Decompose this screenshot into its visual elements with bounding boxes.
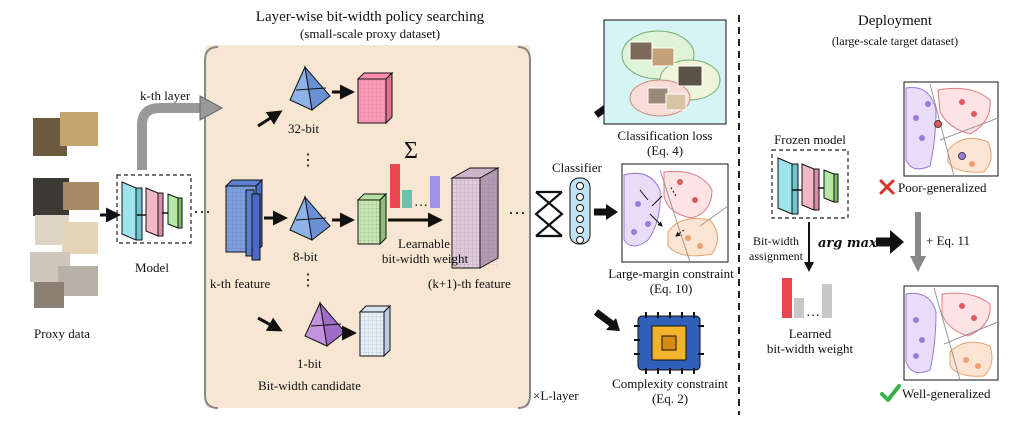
learned-label-1: Learned [788,326,832,341]
classifier-label: Classifier [552,160,602,175]
svg-text:⋮: ⋮ [300,152,316,169]
learned-weight-bars: … [782,278,832,320]
well-clusters [905,287,999,381]
proxy-data-label: Proxy data [34,326,90,341]
left-title: Layer-wise bit-width policy searching [255,9,485,25]
svg-text:···: ··· [193,202,211,222]
bit32-label: 32-bit [288,121,320,136]
well-generalized-label: Well-generalized [902,386,991,401]
plus-eq-label: + Eq. 11 [926,233,971,248]
bitwidth-assign-2: assignment [749,249,803,263]
bitwidth-assign-1: Bit-width [752,234,799,248]
kth-feature-stack [224,178,264,261]
bit8-label: 8-bit [293,249,318,264]
kplus1-feature-label: (k+1)-th feature [428,276,511,291]
quantizer-1bit [304,301,346,347]
learnable-weight-bars: … [390,164,440,210]
poor-clusters [905,83,999,177]
cross-icon [879,179,895,195]
kth-feature-label: k-th feature [210,276,271,291]
cls-loss-label: Classification loss [617,128,713,143]
arrow-to-complexity [593,309,615,327]
svg-text:···: ··· [508,203,526,223]
classifier-nodes [576,182,584,244]
l-layer-label: ×L-layer [533,388,579,403]
right-subtitle: (large-scale target dataset) [831,34,959,48]
argmax-label: arg max [818,236,877,251]
large-margin-label: Large-margin constraint [608,266,734,281]
learnable-label-1: Learnable [398,236,450,251]
sum-icon: Σ [404,138,418,164]
chip-icon [634,312,704,374]
model-label: Model [135,260,169,275]
frozen-model-layers [777,157,839,215]
feature-32bit [356,71,394,125]
bitwidth-candidate-label: Bit-width candidate [258,378,361,393]
bit1-label: 1-bit [297,356,322,371]
svg-text:…: … [806,305,820,320]
cls-loss-clouds [621,30,721,117]
check-icon [880,384,901,402]
kplus1-feature [450,167,500,269]
large-margin-clusters [623,169,729,263]
kth-layer-arrow [137,103,200,170]
kth-layer-label: k-th layer [140,88,191,103]
search-bracket [204,46,531,409]
quantizer-8bit [289,195,331,241]
left-subtitle: (small-scale proxy dataset) [299,26,441,41]
learned-label-2: bit-width weight [766,341,854,356]
feature-8bit [356,192,388,246]
right-title: Deployment [857,13,933,29]
quantizer-32bit [289,65,331,111]
complexity-label: Complexity constraint [612,376,728,391]
svg-text:…: … [414,195,428,210]
svg-text:⋮: ⋮ [300,272,316,289]
feature-1bit [358,304,392,358]
cls-loss-eq: (Eq. 4) [646,143,684,158]
frozen-model-box [771,149,849,219]
proxy-data-images [30,112,99,308]
learnable-label-2: bit-width weight [381,251,469,266]
fc-connections [534,190,564,238]
poor-generalized-label: Poor-generalized [898,180,987,195]
model-box [116,174,192,244]
complexity-eq: (Eq. 2) [651,391,689,406]
frozen-model-label: Frozen model [774,132,846,147]
model-layers [121,181,183,241]
large-margin-eq: (Eq. 10) [649,281,693,296]
